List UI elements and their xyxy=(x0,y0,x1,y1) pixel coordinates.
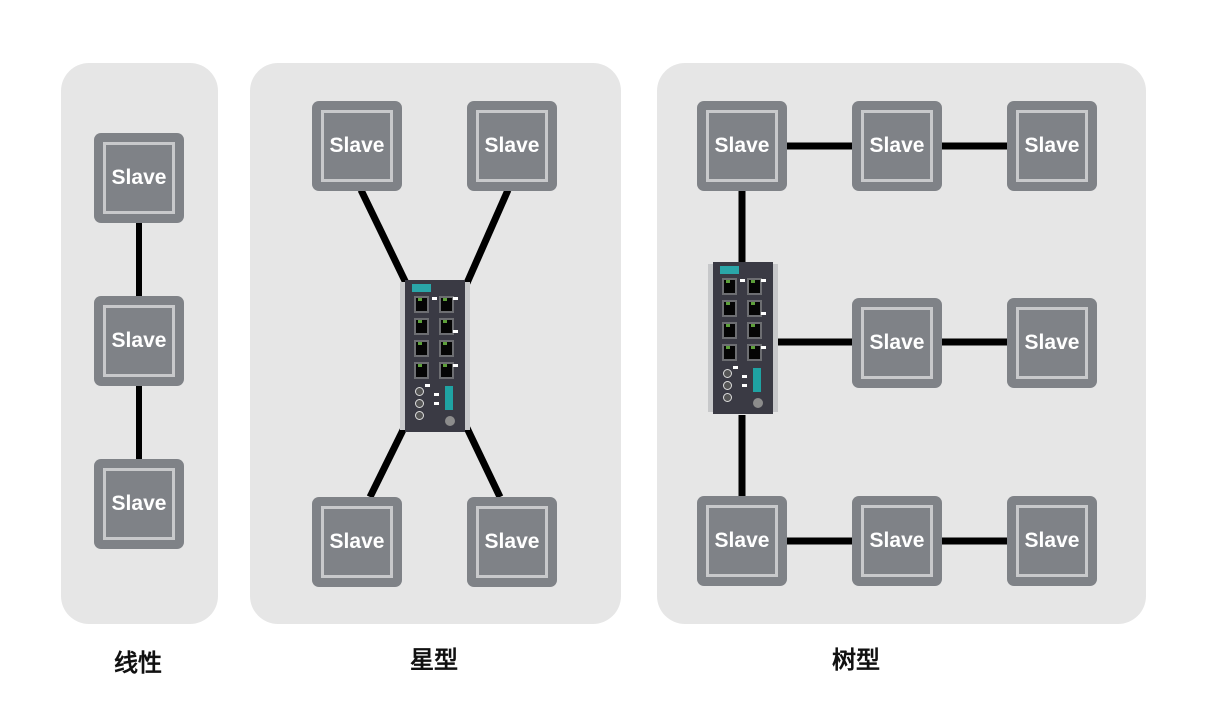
caption-tree: 树型 xyxy=(832,646,880,674)
ethernet-port-icon xyxy=(747,278,762,295)
switch-body xyxy=(405,280,465,432)
ethernet-port-icon xyxy=(414,318,429,335)
caption-star: 星型 xyxy=(410,646,458,674)
ethernet-port-icon xyxy=(439,362,454,379)
led-indicator-icon xyxy=(434,402,439,405)
slave-label: Slave xyxy=(484,134,540,157)
rotary-switch-icon xyxy=(415,411,424,420)
rotary-switch-icon xyxy=(415,387,424,396)
reset-button-icon xyxy=(753,398,763,408)
slave-label: Slave xyxy=(869,529,925,552)
link-star-br xyxy=(463,426,504,499)
slave-node: Slave xyxy=(94,296,184,386)
link-star-bl xyxy=(366,426,408,499)
rotary-switch-icon xyxy=(723,369,732,378)
led-indicator-icon xyxy=(740,279,745,282)
terminal-block-icon xyxy=(753,368,761,392)
ethernet-port-icon xyxy=(747,300,762,317)
led-indicator-icon xyxy=(453,364,458,367)
ethernet-port-icon xyxy=(722,300,737,317)
brand-logo-icon xyxy=(412,284,431,292)
terminal-block-icon xyxy=(445,386,453,410)
slave-label: Slave xyxy=(1024,331,1080,354)
switch-rail xyxy=(465,282,470,430)
slave-label: Slave xyxy=(869,331,925,354)
slave-label: Slave xyxy=(714,134,770,157)
slave-node: Slave xyxy=(852,496,942,586)
led-indicator-icon xyxy=(761,312,766,315)
slave-node: Slave xyxy=(1007,496,1097,586)
ethernet-port-icon xyxy=(439,340,454,357)
led-indicator-icon xyxy=(434,393,439,396)
slave-label: Slave xyxy=(111,329,167,352)
slave-node: Slave xyxy=(852,101,942,191)
switch-rail xyxy=(708,264,713,412)
led-indicator-icon xyxy=(761,279,766,282)
slave-label: Slave xyxy=(1024,529,1080,552)
ethernet-port-icon xyxy=(722,344,737,361)
slave-node: Slave xyxy=(94,459,184,549)
ethernet-port-icon xyxy=(439,318,454,335)
slave-label: Slave xyxy=(1024,134,1080,157)
slave-label: Slave xyxy=(869,134,925,157)
ethernet-port-icon xyxy=(747,344,762,361)
slave-node: Slave xyxy=(467,497,557,587)
ethernet-port-icon xyxy=(722,278,737,295)
reset-button-icon xyxy=(445,416,455,426)
link-star-tl xyxy=(357,188,410,285)
slave-node: Slave xyxy=(312,497,402,587)
rotary-switch-icon xyxy=(723,381,732,390)
slave-label: Slave xyxy=(329,530,385,553)
ethernet-port-icon xyxy=(439,296,454,313)
slave-label: Slave xyxy=(329,134,385,157)
slave-node: Slave xyxy=(94,133,184,223)
rotary-switch-icon xyxy=(723,393,732,402)
slave-label: Slave xyxy=(111,492,167,515)
slave-node: Slave xyxy=(312,101,402,191)
led-indicator-icon xyxy=(453,297,458,300)
slave-label: Slave xyxy=(714,529,770,552)
led-indicator-icon xyxy=(733,366,738,369)
link-star-tr xyxy=(463,188,512,285)
brand-logo-icon xyxy=(720,266,739,274)
switch-body xyxy=(713,262,773,414)
switch-rail xyxy=(400,282,405,430)
ethernet-port-icon xyxy=(747,322,762,339)
ethernet-port-icon xyxy=(414,296,429,313)
led-indicator-icon xyxy=(761,346,766,349)
switch-rail xyxy=(773,264,778,412)
ethernet-port-icon xyxy=(414,362,429,379)
led-indicator-icon xyxy=(453,330,458,333)
ethernet-port-icon xyxy=(414,340,429,357)
led-indicator-icon xyxy=(742,384,747,387)
slave-label: Slave xyxy=(111,166,167,189)
slave-node: Slave xyxy=(1007,101,1097,191)
ethernet-port-icon xyxy=(722,322,737,339)
rotary-switch-icon xyxy=(415,399,424,408)
slave-node: Slave xyxy=(697,101,787,191)
ethernet-switch-icon xyxy=(400,280,470,432)
led-indicator-icon xyxy=(432,297,437,300)
slave-label: Slave xyxy=(484,530,540,553)
slave-node: Slave xyxy=(467,101,557,191)
led-indicator-icon xyxy=(425,384,430,387)
caption-linear: 线性 xyxy=(114,649,162,677)
ethernet-switch-icon xyxy=(708,262,778,414)
led-indicator-icon xyxy=(742,375,747,378)
slave-node: Slave xyxy=(1007,298,1097,388)
slave-node: Slave xyxy=(697,496,787,586)
slave-node: Slave xyxy=(852,298,942,388)
